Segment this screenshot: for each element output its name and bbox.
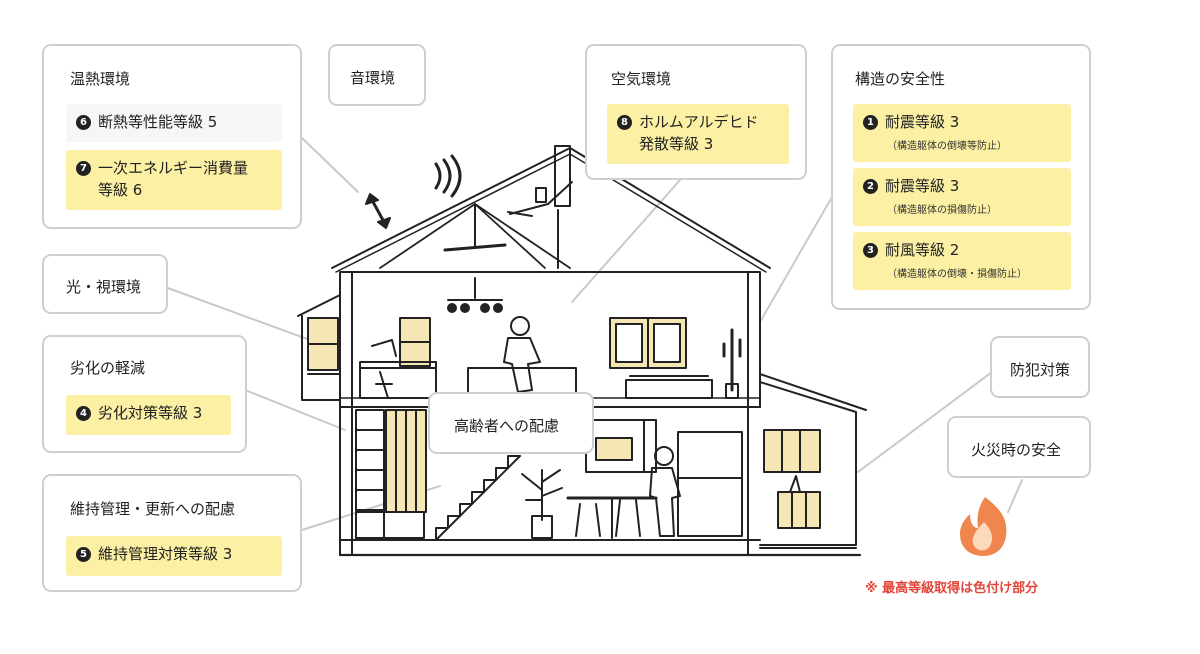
item-label-line1: ホルムアルデヒド: [639, 113, 759, 131]
air-environment-card: 空気環境 8 ホルムアルデヒド 発散等級 3: [585, 44, 807, 180]
thermal-environment-card: 温熱環境 6 断熱等性能等級 5 7 一次エネルギー消費量 等級 6: [42, 44, 302, 229]
sound-environment-card: 音環境: [328, 44, 426, 106]
item-label: 維持管理対策等級 3: [98, 545, 233, 563]
structural-safety-card: 構造の安全性 1 耐震等級 3 （構造躯体の倒壊等防止） 2 耐震等級 3 （構…: [831, 44, 1091, 310]
wind-resistance-grade-item: 3 耐風等級 2 （構造躯体の倒壊・損傷防止）: [853, 232, 1071, 290]
item-note: （構造躯体の倒壊・損傷防止）: [887, 269, 1027, 280]
card-title: 防犯対策: [1010, 361, 1071, 379]
number-badge-icon: 6: [76, 115, 91, 130]
formaldehyde-grade-item: 8 ホルムアルデヒド 発散等級 3: [607, 104, 789, 164]
item-note: （構造躯体の損傷防止）: [887, 205, 997, 216]
card-title: 維持管理・更新への配慮: [70, 500, 236, 518]
item-note: （構造躯体の倒壊等防止）: [887, 141, 1007, 152]
maintenance-card: 維持管理・更新への配慮 5 維持管理対策等級 3: [42, 474, 302, 592]
card-title: 構造の安全性: [855, 70, 946, 88]
leader-lines: [164, 137, 1023, 531]
item-label: 耐風等級 2: [885, 241, 960, 259]
number-badge-icon: 3: [863, 243, 878, 258]
item-label-line2: 等級 6: [98, 181, 143, 199]
maintenance-grade-item: 5 維持管理対策等級 3: [66, 536, 282, 576]
deterioration-card: 劣化の軽減 4 劣化対策等級 3: [42, 335, 247, 453]
item-label: 耐震等級 3: [885, 177, 960, 195]
number-badge-icon: 8: [617, 115, 632, 130]
number-badge-icon: 2: [863, 179, 878, 194]
card-title: 火災時の安全: [971, 441, 1062, 459]
number-badge-icon: 1: [863, 115, 878, 130]
card-title: 空気環境: [611, 70, 672, 88]
fire-safety-card: 火災時の安全: [947, 416, 1091, 478]
elderly-consideration-card: 高齢者への配慮: [428, 392, 594, 454]
card-title: 劣化の軽減: [70, 359, 146, 377]
seismic-grade-collapse-item: 1 耐震等級 3 （構造躯体の倒壊等防止）: [853, 104, 1071, 162]
item-label-line1: 一次エネルギー消費量: [98, 159, 249, 177]
highlight-footnote: ※ 最高等級取得は色付け部分: [865, 581, 1039, 596]
primary-energy-grade-item: 7 一次エネルギー消費量 等級 6: [66, 150, 282, 210]
card-title: 光・視環境: [66, 278, 142, 296]
card-title: 高齢者への配慮: [454, 417, 560, 435]
card-title: 温熱環境: [70, 70, 131, 88]
number-badge-icon: 7: [76, 161, 91, 176]
card-title: 音環境: [350, 69, 396, 87]
flame-icon: [960, 497, 1007, 556]
number-badge-icon: 4: [76, 406, 91, 421]
crime-prevention-card: 防犯対策: [990, 336, 1090, 398]
item-label: 劣化対策等級 3: [98, 404, 203, 422]
deterioration-grade-item: 4 劣化対策等級 3: [66, 395, 231, 435]
light-environment-card: 光・視環境: [42, 254, 168, 314]
number-badge-icon: 5: [76, 547, 91, 562]
item-label: 断熱等性能等級 5: [98, 113, 218, 131]
seismic-grade-damage-item: 2 耐震等級 3 （構造躯体の損傷防止）: [853, 168, 1071, 226]
insulation-grade-item: 6 断熱等性能等級 5: [66, 104, 282, 142]
item-label-line2: 発散等級 3: [639, 135, 714, 153]
item-label: 耐震等級 3: [885, 113, 960, 131]
